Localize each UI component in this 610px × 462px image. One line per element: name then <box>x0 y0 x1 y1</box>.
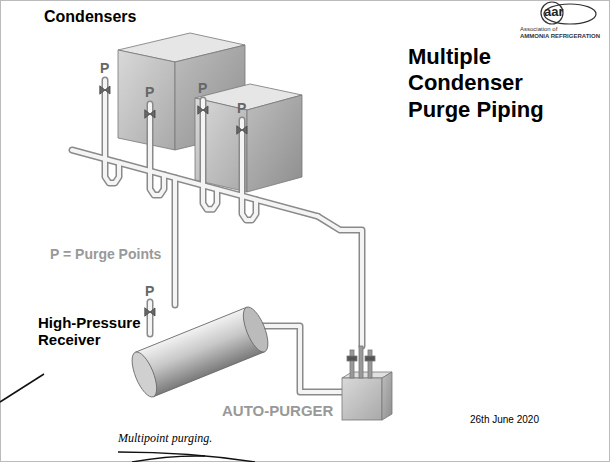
pipe <box>318 216 362 346</box>
pipe <box>173 178 177 305</box>
purge-valve <box>198 106 208 114</box>
part-label: AUTO-PURGER <box>222 402 333 419</box>
logo-subtitle: AMMONIA REFRIGERATION <box>520 33 600 40</box>
part-label: Condensers <box>44 8 136 26</box>
purge-valve <box>145 308 155 316</box>
logo-text: aar <box>544 5 564 20</box>
purge-point: P <box>237 100 246 116</box>
pipe <box>172 178 179 305</box>
pipe <box>203 100 217 209</box>
purge-point: P <box>100 60 109 76</box>
pipe <box>147 302 154 334</box>
part-label: High-Pressure Receiver <box>38 314 150 349</box>
pipe <box>203 100 217 209</box>
pipe <box>150 104 164 195</box>
high-pressure-receiver <box>127 304 273 400</box>
figure-caption: Multipoint purging. <box>118 432 212 446</box>
decorative-strokes <box>0 374 255 462</box>
purge-valve <box>237 126 247 134</box>
pipe <box>242 120 256 220</box>
legend-note: P = Purge Points <box>50 246 161 262</box>
logo-subtitle: Association of <box>520 26 557 33</box>
pipe <box>148 302 152 334</box>
purge-point: P <box>145 283 154 299</box>
pipe <box>105 80 119 183</box>
logo <box>541 2 596 24</box>
pipe <box>262 326 342 392</box>
auto-purger-unit <box>342 346 392 420</box>
purge-valve <box>145 110 155 118</box>
pipe <box>262 326 342 392</box>
condenser <box>195 84 302 192</box>
purge-point: P <box>198 80 207 96</box>
pipe <box>105 80 119 183</box>
purge-point: P <box>145 84 154 100</box>
slide-title: Multiple Condenser Purge Piping <box>408 44 558 123</box>
pipe <box>150 104 164 195</box>
date: 26th June 2020 <box>470 414 539 426</box>
pipe <box>318 216 362 346</box>
purge-valve <box>100 86 110 94</box>
pipe <box>242 120 256 220</box>
